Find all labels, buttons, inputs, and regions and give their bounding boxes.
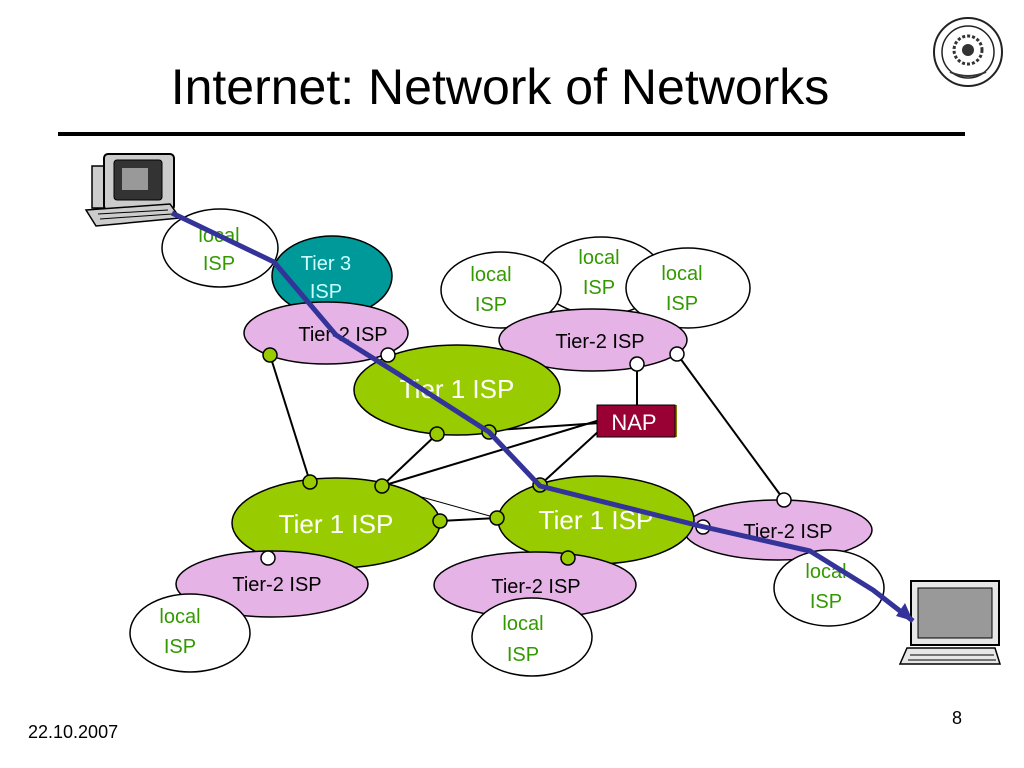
local-label: local (578, 247, 619, 269)
tier2-label: Tier-2 ISP (743, 521, 832, 543)
path-arrowhead (896, 603, 913, 621)
title-divider (58, 132, 965, 136)
nap-label: NAP (611, 410, 656, 435)
slide-title: Internet: Network of Networks (170, 59, 830, 115)
isp-label: ISP (810, 591, 842, 613)
tier1-label: Tier 1 ISP (279, 509, 394, 539)
router-white (260, 550, 276, 566)
desktop-computer-icon (84, 153, 182, 227)
tier3-label-line2: ISP (310, 281, 342, 303)
local-label: local (661, 263, 702, 285)
tier1-isp-left: Tier 1 ISP (231, 477, 441, 569)
router-white (629, 356, 645, 372)
isp-label: ISP (475, 294, 507, 316)
tier2-isp-top-left: Tier-2 ISP (243, 301, 409, 365)
local-isp-top-left: local ISP (161, 208, 279, 288)
router-white (776, 492, 792, 508)
local-isp-bottom-left: local ISP (129, 593, 251, 673)
tier1-label: Tier 1 ISP (400, 374, 515, 404)
tier2-isp-bottom-right: Tier-2 ISP (683, 499, 873, 561)
tier2-isp-top-right: Tier-2 ISP (498, 308, 688, 372)
tier1-isp-top: Tier 1 ISP (353, 344, 561, 436)
nap-box: NAP (596, 404, 677, 438)
local-label: local (159, 606, 200, 628)
link-t1left-t1right (439, 517, 498, 522)
router-green (262, 347, 278, 363)
isp-label: ISP (203, 253, 235, 275)
router-white (669, 346, 685, 362)
isp-label: ISP (583, 277, 615, 299)
tier2-label: Tier-2 ISP (298, 324, 387, 346)
local-isp-top-right: local ISP (625, 247, 751, 329)
isp-label: ISP (666, 293, 698, 315)
router-green (489, 510, 505, 526)
tier2-label: Tier-2 ISP (555, 331, 644, 353)
isp-label: ISP (164, 636, 196, 658)
router-green (429, 426, 445, 442)
router-green (302, 474, 318, 490)
isp-label: ISP (507, 644, 539, 666)
tier3-label-line1: Tier 3 (301, 253, 351, 275)
router-white (380, 347, 396, 363)
link-t1left-nap (381, 419, 601, 487)
link-t1right-nap (539, 429, 601, 486)
laptop-computer-icon (898, 580, 1002, 665)
router-green (560, 550, 576, 566)
local-label: local (470, 264, 511, 286)
local-isp-top-mid: local ISP (440, 251, 562, 329)
tier2-label: Tier-2 ISP (491, 576, 580, 598)
tier1-isp-right: Tier 1 ISP (497, 475, 695, 565)
link-t1top-t1left (381, 433, 438, 487)
tier2-label: Tier-2 ISP (232, 574, 321, 596)
router-green (432, 513, 448, 529)
local-label: local (502, 613, 543, 635)
page-number: 8 (952, 708, 963, 728)
link-t2b-t2c (676, 353, 785, 501)
packet-path (170, 210, 915, 623)
local-isp-bottom-center: local ISP (471, 597, 593, 677)
link-t2a-t1left (269, 354, 311, 483)
router-green (374, 478, 390, 494)
footer-date: 22.10.2007 (28, 722, 119, 742)
university-seal-logo (933, 17, 1003, 87)
